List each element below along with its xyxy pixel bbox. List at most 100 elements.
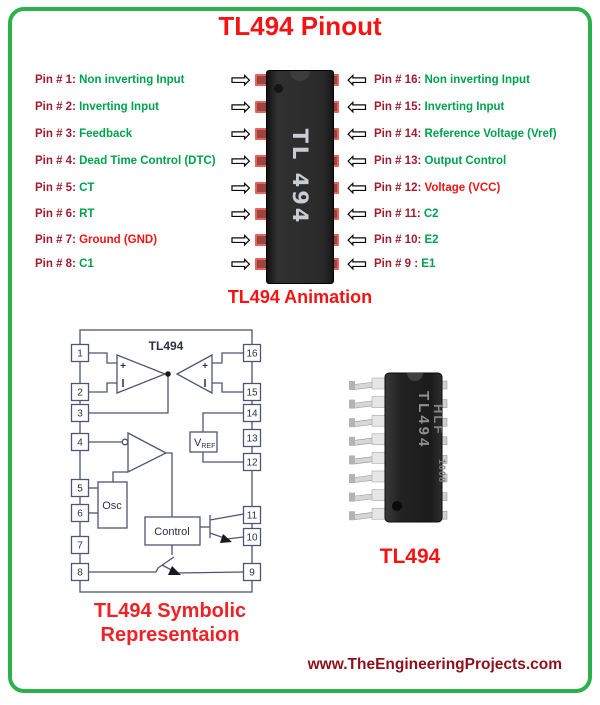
pin-label-right: Pin # 13: Output Control [374, 153, 506, 169]
pin-function-label: C2 [423, 208, 439, 220]
arrow-left-icon: ⇦ [346, 119, 368, 148]
arrow-left-icon: ⇦ [346, 225, 368, 254]
arrow-left-icon: ⇦ [346, 92, 368, 121]
photo-chip-notch [407, 373, 423, 381]
osc-label: Osc [102, 500, 122, 512]
pin-number-prefix: Pin # 4: [35, 155, 80, 167]
schematic-pin-number: 15 [246, 388, 258, 399]
pin-function-label: RT [79, 208, 95, 220]
pin-label-right: Pin # 16: Non inverting Input [374, 72, 530, 88]
arrow-right-icon: ⇨ [230, 146, 252, 175]
transistor1-arrowhead [220, 534, 232, 543]
schematic-title: TL494 [149, 339, 184, 353]
page-title: TL494 Pinout [218, 11, 382, 41]
pin-number-prefix: Pin # 10: [374, 234, 425, 246]
pin-number-prefix: Pin # 9 : [374, 258, 422, 270]
pin-number-prefix: Pin # 3: [35, 128, 80, 140]
arrow-right-icon: ⇨ [230, 92, 252, 121]
schematic-pin-number: 4 [77, 438, 83, 449]
photo-chip-pin [349, 377, 448, 390]
pin-label-left: Pin # 3: Feedback [35, 126, 132, 142]
schematic-pin-box [242, 505, 262, 525]
wire-deadtime-out [166, 452, 173, 517]
schematic-pin-box [70, 478, 90, 498]
schematic-outline [79, 329, 253, 593]
pin-label-right: Pin # 10: E2 [374, 232, 439, 248]
pin-number-prefix: Pin # 1: [35, 74, 80, 86]
photo-caption: TL494 [379, 545, 441, 568]
website-url: www.TheEngineeringProjects.com [307, 656, 562, 673]
schematic-pin-number: 14 [246, 409, 258, 420]
schematic-pin-box [70, 562, 90, 582]
arrow-right-icon: ⇨ [230, 65, 252, 94]
pin-label-left: Pin # 7: Ground (GND) [35, 232, 157, 248]
control-box [144, 516, 201, 546]
schematic-pin-number: 7 [77, 541, 83, 552]
pin-function-label: C1 [79, 258, 94, 270]
pin-number-prefix: Pin # 12: [374, 182, 425, 194]
photo-chip-body [384, 372, 443, 523]
schematic-pin-box [242, 343, 262, 363]
comparator2-plus: + [202, 361, 208, 372]
arrow-left-icon: ⇦ [346, 199, 368, 228]
wire-pin2 [88, 382, 117, 393]
deadtime-comparator [127, 431, 168, 474]
schematic-pin-box [242, 382, 262, 402]
pin-label-left: Pin # 8: C1 [35, 256, 94, 272]
pin-label-right: Pin # 15: Inverting Input [374, 99, 504, 115]
pin-number-prefix: Pin # 2: [35, 101, 80, 113]
comparator-2 [175, 353, 213, 395]
photo-chip-pin [349, 507, 448, 521]
pin-function-label: Ground (GND) [79, 234, 158, 246]
pin-function-label: Inverting Input [424, 101, 505, 113]
wire-pin12 [202, 452, 244, 463]
photo-chip-pin [349, 414, 448, 428]
photo-chip-dimple [392, 501, 402, 511]
transistor1-collector [209, 513, 244, 521]
schematic-pin-number: 6 [77, 509, 83, 520]
animation-caption: TL494 Animation [227, 287, 373, 307]
schematic-pin-number: 2 [77, 388, 83, 399]
schematic-pin-number: 10 [246, 533, 258, 544]
output-junction-dot [165, 371, 171, 377]
pin-number-prefix: Pin # 13: [374, 155, 425, 167]
pin-function-label: CT [79, 182, 95, 194]
schematic-pin-box [70, 535, 90, 555]
schematic-pin-number: 8 [77, 568, 83, 579]
pin-function-label: E1 [421, 258, 436, 270]
control-label: Control [154, 526, 189, 538]
arrow-right-icon: ⇨ [230, 119, 252, 148]
schematic-pin-box [70, 503, 90, 523]
wire-feedback [88, 374, 169, 414]
pin-function-label: Non inverting Input [79, 74, 185, 86]
arrow-right-icon: ⇨ [230, 225, 252, 254]
schematic-pin-number: 16 [246, 349, 258, 360]
pin-label-right: Pin # 14: Reference Voltage (Vref) [374, 126, 557, 142]
arrow-left-icon: ⇦ [346, 173, 368, 202]
arrow-right-icon: ⇨ [230, 249, 252, 278]
schematic-pin-box [70, 382, 90, 402]
pin-label-left: Pin # 1: Non inverting Input [35, 72, 185, 88]
pin-label-right: Pin # 11: C2 [374, 206, 439, 222]
symbolic-caption: TL494 Symbolic Representaion [93, 600, 247, 646]
pin-function-label: Output Control [424, 155, 507, 167]
transistor2-bar [157, 556, 175, 569]
schematic-pin-number: 3 [77, 409, 83, 420]
photo-marking-3: 1008 [437, 459, 447, 483]
pin-number-prefix: Pin # 5: [35, 182, 80, 194]
schematic-pin-box [242, 452, 262, 472]
photo-marking-1: TL494 [415, 391, 432, 449]
inverter-bubble [121, 438, 129, 446]
wire-pin16 [212, 352, 244, 364]
pin-number-prefix: Pin # 8: [35, 258, 80, 270]
arrow-right-icon: ⇨ [230, 199, 252, 228]
schematic-pin-number: 11 [247, 511, 258, 522]
wire-pin14 [202, 412, 244, 432]
wire-pin1 [88, 352, 117, 364]
pin-number-prefix: Pin # 11: [374, 208, 424, 220]
pin-number-prefix: Pin # 15: [374, 101, 425, 113]
pin-label-right: Pin # 12: Voltage (VCC) [374, 180, 500, 196]
arrow-left-icon: ⇦ [346, 249, 368, 278]
arrow-right-icon: ⇨ [230, 173, 252, 202]
